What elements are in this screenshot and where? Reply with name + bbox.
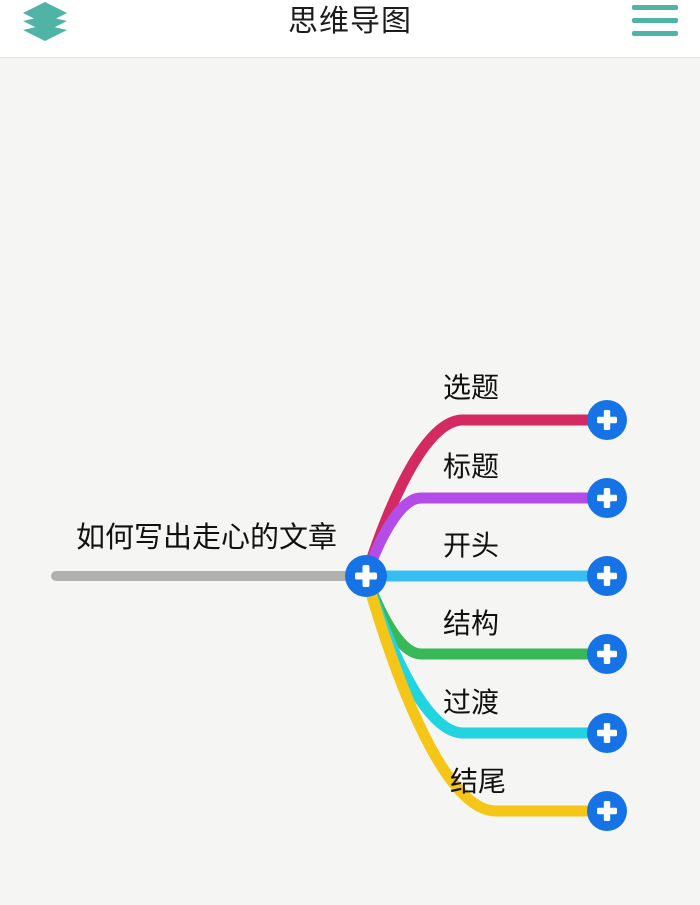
mindmap-graph: [51, 400, 627, 831]
page-title: 思维导图: [288, 4, 412, 39]
branch-node-label-4[interactable]: 过渡: [443, 686, 500, 719]
add-child-button-5[interactable]: [587, 791, 627, 831]
plus-icon-v-5: [603, 801, 611, 821]
add-child-button-4[interactable]: [587, 713, 627, 753]
add-child-button-2[interactable]: [587, 556, 627, 596]
layers-icon[interactable]: [18, 0, 72, 46]
root-add-button[interactable]: [345, 555, 387, 597]
branch-node-label-5[interactable]: 结尾: [450, 765, 507, 798]
root-plus-icon-v: [362, 565, 370, 587]
hamburger-icon[interactable]: [628, 0, 682, 46]
hamburger-line-2: [632, 18, 678, 23]
hamburger-line-3: [632, 31, 678, 36]
root-node-label[interactable]: 如何写出走心的文章: [76, 520, 338, 554]
branch-node-label-3[interactable]: 结构: [443, 607, 500, 640]
add-child-button-1[interactable]: [587, 478, 627, 518]
mindmap-canvas[interactable]: 如何写出走心的文章 选题标题开头结构过渡结尾: [0, 58, 700, 905]
add-child-button-0[interactable]: [587, 400, 627, 440]
plus-icon-v-1: [603, 488, 611, 508]
plus-icon-v-0: [603, 410, 611, 430]
branch-node-label-0[interactable]: 选题: [443, 371, 500, 404]
branch-5: [360, 570, 613, 817]
plus-icon-v-4: [603, 723, 611, 743]
add-child-button-3[interactable]: [587, 634, 627, 674]
branch-node-label-2[interactable]: 开头: [443, 529, 500, 562]
hamburger-line-1: [632, 5, 678, 10]
branch-node-label-1[interactable]: 标题: [443, 450, 500, 483]
plus-icon-v-3: [603, 644, 611, 664]
branch-line-5: [360, 570, 613, 817]
app-header: 思维导图: [0, 0, 700, 58]
plus-icon-v-2: [603, 566, 611, 586]
